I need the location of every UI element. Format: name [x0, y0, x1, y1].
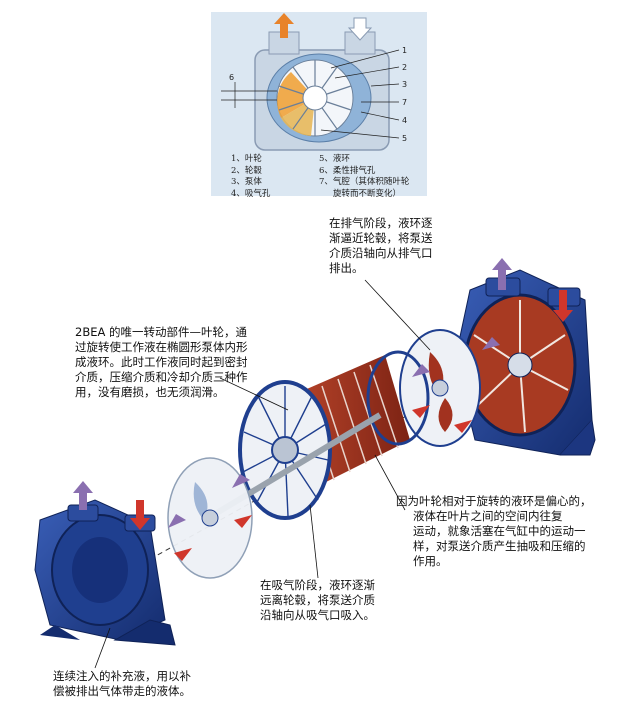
annotation-line: 作用。 — [413, 554, 448, 568]
right-distribution-plate — [399, 329, 481, 447]
right-end-housing — [454, 269, 596, 456]
inset-leader-lines — [221, 49, 400, 139]
annotation-line: 在排气阶段，液环逐 — [329, 216, 433, 230]
annotation-line: 运动，就象活塞在气缸中的运动一 — [413, 524, 586, 538]
inset-exhaust-arrow-icon — [274, 13, 294, 38]
left-suction-arrow-icon — [130, 500, 150, 530]
annotation-makeup-liquid: 连续注入的补充液，用以补 偿被排出气体带走的液体。 — [53, 669, 191, 699]
annotation-exhaust-stage: 在排气阶段，液环逐 渐逼近轮毂，将泵送 介质沿轴向从排气口 排出。 — [329, 216, 433, 276]
annotation-line: 介质沿轴向从排气口 — [329, 246, 433, 260]
left-distribution-plate — [167, 457, 253, 579]
inset-schematic: 1 2 3 4 5 6 7 1、叶轮 2、轮毂 3、泵体 4、吸气孔 5、液环 … — [211, 12, 427, 199]
inset-callout-7: 7 — [402, 98, 407, 107]
inset-callout-4: 4 — [402, 116, 407, 125]
inset-legend-right: 5、液环 6、柔性排气孔 7、气腔（其体积随叶轮 旋转而不断变化） — [319, 154, 409, 200]
annotation-line: 连续注入的补充液，用以补 — [53, 669, 191, 683]
legend-item: 7、气腔（其体积随叶轮 — [319, 177, 410, 187]
annotation-line: 介质，压缩介质和冷却介质三种作 — [75, 370, 248, 384]
inset-callout-3: 3 — [402, 80, 407, 89]
inset-callout-2: 2 — [402, 63, 407, 72]
gas-flow-arrows — [168, 337, 500, 561]
legend-item: 6、柔性排气孔 — [319, 165, 376, 176]
annotation-leader-lines — [94, 279, 431, 669]
annotation-line: 成液环。此时工作液同时起到密封 — [75, 355, 248, 369]
annotation-line: 液体在叶片之间的空间内往复 — [413, 509, 563, 523]
annotation-eccentric: 因为叶轮相对于旋转的液环是偏心的， 液体在叶片之间的空间内往复 运动，就象活塞在… — [396, 494, 633, 569]
annotation-line: 用，没有磨损，也无须润滑。 — [75, 385, 225, 399]
left-end-housing — [34, 499, 176, 646]
annotation-line: 沿轴向从吸气口吸入。 — [260, 608, 375, 622]
inset-callout-6: 6 — [229, 73, 234, 82]
annotation-line: 因为叶轮相对于旋转的液环是偏心的， — [396, 494, 592, 508]
legend-item: 1、叶轮 — [231, 154, 262, 164]
legend-item: 旋转而不断变化） — [333, 188, 402, 199]
annotation-line: 偿被排出气体带走的液体。 — [53, 684, 191, 698]
inset-hub — [302, 85, 328, 111]
annotation-line: 在吸气阶段，液环逐渐 — [260, 578, 375, 592]
legend-item: 3、泵体 — [231, 177, 262, 187]
annotation-line: 渐逼近轮毂，将泵送 — [329, 231, 433, 245]
inset-callout-5: 5 — [402, 134, 407, 143]
right-exhaust-arrow-icon — [492, 258, 512, 290]
inset-suction-arrow-icon — [347, 17, 373, 41]
legend-item: 5、液环 — [319, 154, 350, 164]
annotation-line: 过旋转使工作液在椭圆形泵体内形 — [75, 340, 248, 354]
right-suction-arrow-icon — [553, 290, 573, 322]
annotation-line: 样，对泵送介质产生抽吸和压缩的 — [413, 539, 586, 553]
annotation-suction-stage: 在吸气阶段，液环逐渐 远离轮毂，将泵送介质 沿轴向从吸气口吸入。 — [260, 578, 375, 623]
left-exhaust-arrow-icon — [73, 481, 93, 510]
inset-legend-left: 1、叶轮 2、轮毂 3、泵体 4、吸气孔 — [231, 154, 270, 200]
annotation-intro: 2BEA 的唯一转动部件—叶轮，通 过旋转使工作液在椭圆形泵体内形 成液环。此时… — [75, 325, 248, 400]
legend-item: 2、轮毂 — [231, 165, 262, 176]
inset-callout-1: 1 — [402, 46, 407, 55]
inset-impeller — [276, 59, 354, 137]
annotation-line: 排出。 — [329, 261, 364, 275]
legend-item: 4、吸气孔 — [231, 188, 271, 199]
annotation-line: 远离轮毂，将泵送介质 — [260, 593, 375, 607]
annotation-line: 2BEA 的唯一转动部件—叶轮，通 — [75, 325, 247, 339]
inset-pump-cross-section: 1 2 3 4 5 6 7 — [221, 13, 407, 151]
